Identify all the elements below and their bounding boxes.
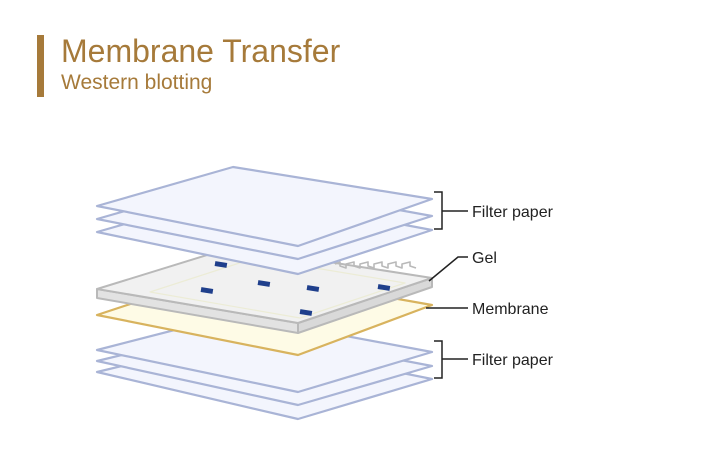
label-membrane: Membrane <box>472 301 549 318</box>
protein-band <box>306 285 320 292</box>
filter-paper-top-stack <box>95 165 434 276</box>
bracket-filter-top <box>434 191 468 230</box>
bracket-filter-bottom <box>434 340 468 379</box>
page-subtitle: Western blotting <box>61 71 213 94</box>
filter-sheet-top-1 <box>95 165 434 248</box>
protein-band <box>257 280 271 287</box>
label-filter-paper-top: Filter paper <box>472 204 554 221</box>
protein-band <box>299 309 313 316</box>
page-title: Membrane Transfer <box>61 33 341 69</box>
protein-band <box>377 284 391 291</box>
gel-inner-area <box>149 257 406 319</box>
protein-bands <box>200 261 391 316</box>
leader-gel <box>428 256 468 282</box>
protein-band <box>214 261 228 268</box>
protein-band <box>200 287 214 294</box>
gel-slab <box>96 246 433 334</box>
label-gel: Gel <box>472 250 497 267</box>
label-filter-paper-bottom: Filter paper <box>472 352 554 369</box>
gel-comb-wells <box>334 261 417 269</box>
callouts <box>426 191 468 379</box>
accent-bar <box>37 35 44 97</box>
filter-paper-bottom-stack <box>95 313 434 421</box>
